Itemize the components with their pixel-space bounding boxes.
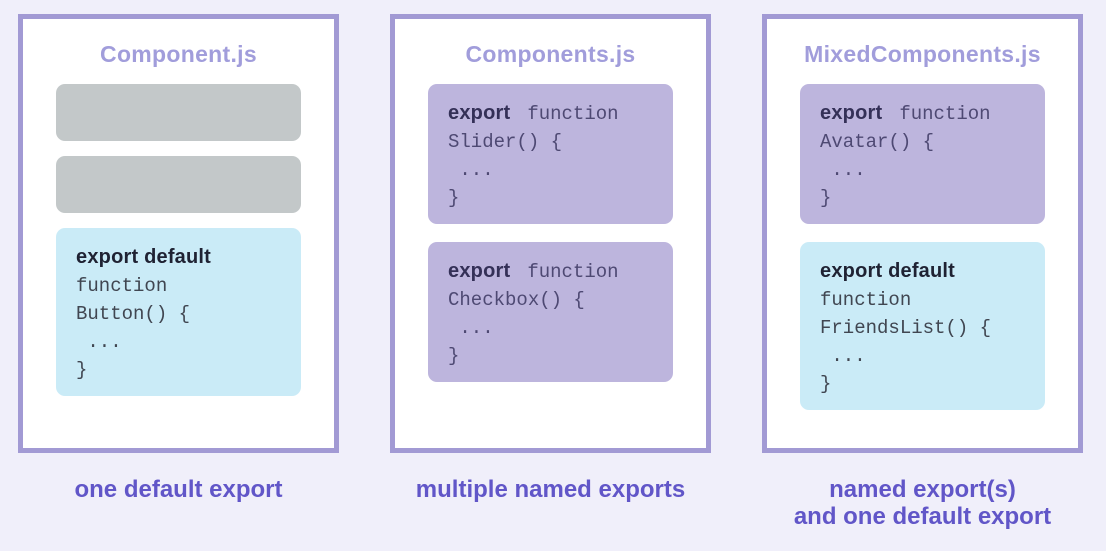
caption-line: named export(s) — [829, 476, 1016, 503]
code-line: ... — [820, 345, 866, 367]
code-line: ... — [820, 159, 866, 181]
named-export-block: export function Avatar() { ... } — [800, 84, 1045, 224]
file-panel-component-js: Component.js export default function But… — [18, 14, 339, 453]
default-export-block: export default function Button() { ... } — [56, 228, 301, 396]
export-keyword: export — [448, 102, 511, 124]
file-panel-mixedcomponents-js: MixedComponents.js export function Avatar… — [762, 14, 1083, 453]
code-line: export function — [448, 99, 659, 128]
file-name-title: MixedComponents.js — [804, 41, 1041, 67]
caption-line: and one default export — [793, 503, 1052, 530]
function-keyword: function — [527, 103, 619, 125]
code-line: Slider() { — [448, 131, 563, 153]
column-components-js: Components.js export function Slider() { … — [390, 14, 711, 530]
code-line: ... — [76, 331, 122, 353]
panel-caption: multiple named exports — [390, 476, 711, 503]
code-line: export default — [76, 243, 287, 272]
code-line: } — [820, 187, 832, 209]
export-keyword: export — [820, 102, 883, 124]
code-line: Avatar() { — [820, 131, 935, 153]
named-export-block: export function Slider() { ... } — [428, 84, 673, 224]
default-export-block: export default function FriendsList() { … — [800, 242, 1045, 410]
panel-caption: named export(s) and one default export — [762, 476, 1083, 530]
file-name-title: Components.js — [465, 41, 636, 67]
export-keyword: export — [448, 260, 511, 282]
code-line: ... — [448, 159, 494, 181]
code-line: ... — [448, 317, 494, 339]
placeholder-block — [56, 84, 301, 141]
code-line: } — [76, 359, 88, 381]
code-line: function — [76, 275, 168, 297]
code-line: export function — [448, 257, 659, 286]
code-line: } — [448, 187, 460, 209]
column-mixedcomponents-js: MixedComponents.js export function Avatar… — [762, 14, 1083, 530]
code-line: FriendsList() { — [820, 317, 992, 339]
function-keyword: function — [527, 261, 619, 283]
exports-diagram: Component.js export default function But… — [18, 14, 1083, 530]
file-name-title: Component.js — [100, 41, 257, 67]
code-line: Checkbox() { — [448, 289, 585, 311]
export-default-keyword: export default — [820, 260, 956, 282]
panel-caption: one default export — [18, 476, 339, 503]
code-line: export default — [820, 257, 1031, 286]
code-line: Button() { — [76, 303, 191, 325]
export-default-keyword: export default — [76, 246, 212, 268]
file-panel-components-js: Components.js export function Slider() { … — [390, 14, 711, 453]
code-line: function — [820, 289, 912, 311]
column-component-js: Component.js export default function But… — [18, 14, 339, 530]
code-line: } — [448, 345, 460, 367]
caption-line: one default export — [74, 476, 283, 503]
named-export-block: export function Checkbox() { ... } — [428, 242, 673, 382]
function-keyword: function — [899, 103, 991, 125]
caption-line: multiple named exports — [415, 476, 686, 503]
placeholder-block — [56, 156, 301, 213]
code-line: export function — [820, 99, 1031, 128]
code-line: } — [820, 373, 832, 395]
